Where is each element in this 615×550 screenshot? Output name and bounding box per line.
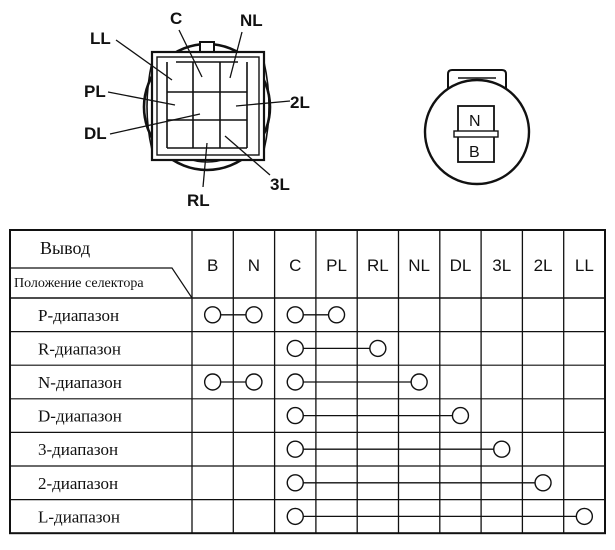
continuity-terminal-dot — [493, 440, 511, 458]
row-labels: P-диапазонR-диапазонN-диапазонD-диапазон… — [38, 306, 122, 527]
continuity-terminal-dot — [286, 507, 304, 526]
row-label: L-диапазон — [38, 507, 120, 526]
continuity-terminal-dot — [286, 406, 304, 425]
column-header-ll: LL — [575, 256, 594, 275]
header-diagonal — [10, 267, 193, 299]
continuity-terminal-dot — [369, 339, 387, 358]
column-headers: B N C PL RL NL DL 3L 2L LL — [207, 256, 594, 275]
column-header-nl: NL — [408, 256, 430, 275]
column-header-c: C — [289, 256, 301, 275]
column-header-rl: RL — [367, 256, 389, 275]
table-header-terminal: Вывод — [40, 238, 90, 258]
column-header-2l: 2L — [534, 256, 553, 275]
continuity-terminal-dot — [451, 406, 470, 425]
left-connector-labels: C NL LL PL DL 2L 3L RL — [84, 9, 310, 210]
terminal-label-pl: PL — [84, 82, 106, 101]
row-label: N-диапазон — [38, 373, 122, 392]
continuity-terminal-dot — [203, 373, 222, 391]
right-connector — [423, 69, 531, 186]
continuity-table — [9, 229, 606, 535]
right-terminal-n: N — [469, 113, 481, 130]
terminal-label-dl: DL — [84, 124, 107, 143]
left-connector — [107, 29, 291, 188]
row-label: D-диапазон — [38, 407, 122, 426]
terminal-label-2l: 2L — [290, 93, 310, 112]
terminal-label-3l: 3L — [270, 175, 290, 194]
continuity-terminal-dot — [286, 339, 304, 358]
terminal-label-rl: RL — [187, 191, 210, 210]
continuity-terminal-dot — [245, 373, 263, 391]
terminal-label-nl: NL — [240, 11, 263, 30]
row-label: 3-диапазон — [38, 440, 118, 459]
continuity-terminal-dot — [286, 440, 304, 458]
table-header-selector: Положение селектора — [14, 276, 144, 291]
continuity-terminal-dot — [286, 373, 304, 391]
continuity-terminal-dot — [203, 306, 222, 324]
column-header-3l: 3L — [492, 256, 511, 275]
right-terminal-b: B — [469, 144, 480, 161]
row-label: P-диапазон — [38, 306, 119, 325]
column-header-pl: PL — [326, 256, 347, 275]
column-header-n: N — [248, 256, 260, 275]
continuity-terminal-dot — [410, 373, 428, 391]
terminal-label-c: C — [170, 9, 182, 28]
continuity-links — [203, 306, 594, 526]
continuity-terminal-dot — [327, 306, 346, 324]
column-header-b: B — [207, 256, 218, 275]
column-header-dl: DL — [450, 256, 472, 275]
row-label: R-диапазон — [38, 339, 121, 358]
continuity-terminal-dot — [245, 306, 263, 324]
terminal-label-ll: LL — [90, 29, 111, 48]
row-label: 2-диапазон — [38, 474, 118, 493]
continuity-terminal-dot — [575, 507, 594, 526]
continuity-terminal-dot — [534, 474, 552, 492]
continuity-terminal-dot — [286, 306, 304, 324]
continuity-terminal-dot — [286, 474, 304, 492]
